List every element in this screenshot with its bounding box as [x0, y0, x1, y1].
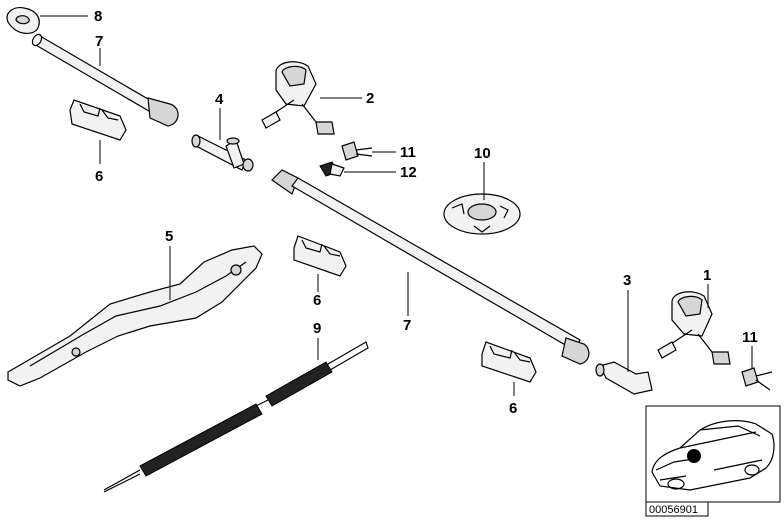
callout-10: 10 [474, 145, 491, 162]
part-3-elbow [595, 361, 653, 395]
callout-7-upper: 7 [95, 33, 103, 50]
callout-12: 12 [400, 164, 417, 181]
part-6-clip-lower [481, 341, 537, 383]
callout-9: 9 [313, 320, 321, 337]
part-2-washer-jet [261, 61, 335, 135]
part-11-connector-lower [741, 367, 773, 391]
car-icon [651, 420, 775, 491]
part-8-grommet [6, 7, 40, 34]
location-marker [687, 449, 701, 463]
part-1-washer-jet [657, 291, 731, 365]
part-10-round-clip [443, 193, 521, 235]
callout-2: 2 [366, 90, 374, 107]
part-4-t-connector [191, 134, 254, 172]
callout-3: 3 [623, 272, 631, 289]
diagram-reference-number: 00056901 [649, 504, 698, 516]
callout-11-upper: 11 [400, 144, 416, 161]
part-9-spiral-hose [103, 341, 369, 493]
part-7-tube-upper [31, 33, 179, 127]
callout-4: 4 [215, 91, 224, 108]
callout-8: 8 [94, 8, 102, 25]
part-6-clip-upper [69, 99, 127, 141]
callout-6-upper: 6 [95, 168, 103, 185]
callout-6-middle: 6 [313, 292, 321, 309]
callout-6-lower: 6 [509, 400, 517, 417]
callout-1: 1 [703, 267, 711, 284]
callout-5: 5 [165, 228, 173, 245]
part-5-bracket [7, 245, 263, 387]
car-location-inset [645, 405, 781, 503]
callout-7-long: 7 [403, 317, 411, 334]
part-11-connector-upper [341, 141, 373, 161]
part-12-clip [319, 161, 345, 177]
part-7-tube-long [271, 169, 590, 365]
callout-11-lower: 11 [742, 329, 758, 346]
part-6-clip-middle [293, 235, 347, 277]
